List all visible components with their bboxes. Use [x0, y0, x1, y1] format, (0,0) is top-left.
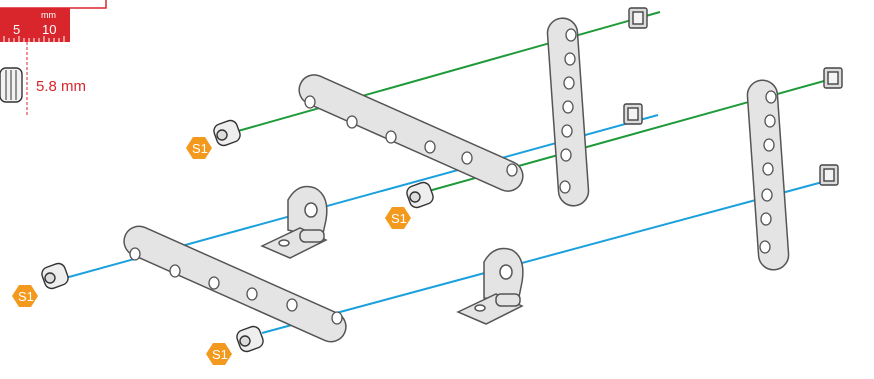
svg-text:S1: S1: [212, 347, 228, 362]
measured-screw-icon: [0, 67, 23, 103]
square-nut-icon: [628, 7, 648, 29]
ruler-icon: mm 5 10 5.8 mm: [0, 0, 107, 115]
vertical-strip-right: [746, 79, 790, 271]
ruler-tick-10: 10: [42, 22, 56, 37]
svg-text:S1: S1: [391, 211, 407, 226]
ruler-tick-5: 5: [13, 22, 20, 37]
hinge-bracket-lower: [456, 247, 524, 325]
screw-length-label: 5.8 mm: [36, 78, 86, 95]
square-nut-icon: [623, 103, 643, 125]
svg-text:S1: S1: [18, 289, 34, 304]
diagonal-strip-lower: [123, 225, 347, 343]
ruler-unit: mm: [41, 10, 56, 20]
svg-text:S1: S1: [192, 141, 208, 156]
hinge-bracket-upper: [260, 185, 328, 259]
square-nut-icon: [819, 164, 839, 186]
screw-icon: [236, 325, 264, 353]
screw-icon: [213, 119, 241, 147]
square-nuts: [623, 7, 843, 186]
square-nut-icon: [823, 67, 843, 89]
screw-icon: [41, 262, 69, 290]
s1-badge: S1: [385, 207, 411, 229]
s1-badge: S1: [12, 285, 38, 307]
vertical-strip-left: [546, 17, 590, 207]
s1-badge: S1: [206, 343, 232, 365]
screw-icon: [406, 181, 434, 209]
s1-badge: S1: [186, 137, 212, 159]
diagonal-strip-upper: [298, 74, 524, 192]
